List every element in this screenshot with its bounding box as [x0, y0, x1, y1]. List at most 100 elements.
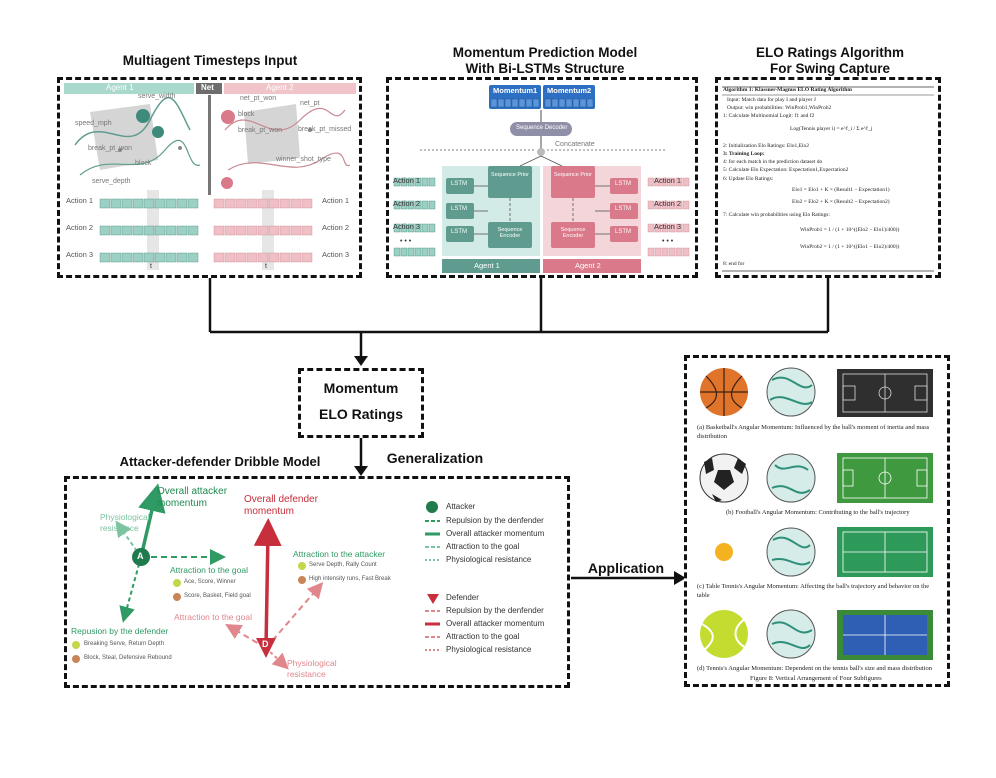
goal-items-1: Ace, Score, Winner — [184, 579, 236, 585]
momentum-elo-box — [298, 368, 424, 438]
ma-action3-right: Action 3 — [322, 250, 350, 259]
model-ellipsis-right: • • • — [662, 238, 674, 245]
elo-line-0: Algorithm 1: Klassner-Magnus ELO Rating … — [723, 87, 852, 93]
concatenate-label: Concatenate — [555, 141, 595, 148]
repulsion-items-2: Block, Steal, Defensive Rebound — [84, 655, 172, 661]
ma-label-serve-depth: serve_depth — [92, 178, 131, 185]
elo-line-15: 8: end for — [723, 261, 745, 267]
ma-label-break-pt-won-2: break_pt_won — [238, 127, 282, 134]
legend-defender-2: Overall attacker momentum — [446, 619, 545, 628]
model-action2-right: Action 2 — [654, 199, 682, 208]
caption-basketball: (a) Basketball's Angular Momentum: Influ… — [697, 424, 930, 440]
legend-attacker-0: Attacker — [446, 502, 476, 511]
lstm-a2-1: LSTM — [615, 181, 632, 187]
elo-line-6: 3: Training Loop: — [723, 151, 765, 157]
ma-agent2-header: Agent 2 — [266, 83, 294, 92]
elo-line-7: 4: for each match in the prediction data… — [723, 159, 823, 165]
model-action1-right: Action 1 — [654, 176, 682, 185]
elo-line-1: Input: Match data for play I and player … — [727, 97, 816, 103]
sequence-encoder-a1: Sequence Encoder — [497, 227, 523, 239]
dribble-title: Attacker-defender Dribble Model — [119, 454, 321, 469]
caption-football: (b) Football's Angular Momentum: Contrib… — [726, 509, 910, 516]
elo-line-5: 2: Initialization Elo Ratings: Elo1,Elo2 — [723, 143, 810, 149]
ma-action2-left: Action 2 — [66, 223, 94, 232]
model-agent1-label: Agent 1 — [474, 261, 500, 270]
ma-t-right: t — [265, 263, 267, 270]
legend-attacker-4: Physiological resistance — [446, 555, 532, 564]
application-panel — [684, 355, 950, 687]
defender-attraction-label: Attraction to the attacker — [293, 549, 386, 559]
lstm-a2-2: LSTM — [615, 206, 632, 212]
sequence-prior-a1: Sequence Prior — [491, 172, 529, 178]
attacker-items-2: High intensity runs, Fast Break — [309, 576, 391, 582]
legend-defender-4: Physiological resistance — [446, 645, 532, 654]
model-action2-left: Action 2 — [393, 199, 421, 208]
sequence-decoder-label: Sequence Decoder — [516, 125, 568, 131]
model-ellipsis-left: • • • — [400, 238, 412, 245]
attacker-goal-label: Attraction to the goal — [170, 565, 248, 575]
momentum1-label: Momentum1 — [493, 86, 538, 95]
lstm-a1-3: LSTM — [451, 229, 468, 235]
ma-label-block-2: block — [238, 111, 255, 118]
elo-title-1: ELO Ratings Algorithm — [756, 45, 904, 60]
attacker-letter: A — [137, 551, 144, 561]
ma-label-winner-shot: winner_shot_type — [276, 156, 331, 163]
legend-attacker-1: Repulsion by the denfender — [446, 516, 544, 525]
ma-label-break-pt-won: break_pt_won — [88, 145, 132, 152]
multiagent-title: Multiagent Timesteps Input — [122, 53, 298, 68]
ma-net-header: Net — [201, 83, 214, 92]
sequence-encoder-a2: Sequence Encoder — [560, 227, 586, 239]
goal-items-2: Score, Basket, Field goal — [184, 593, 251, 599]
elo-title-2: For Swing Capture — [769, 61, 890, 76]
model-action3-right: Action 3 — [654, 222, 682, 231]
overall-defender-label: Overall defender momentum — [244, 494, 318, 517]
elo-line-2: Output: win probabilities: WinProb1,WinP… — [727, 105, 832, 111]
ma-action1-left: Action 1 — [66, 196, 94, 205]
center-line-1: Momentum — [323, 380, 399, 396]
defender-physiological-label: Physiological resistance — [287, 658, 337, 679]
ma-action1-right: Action 1 — [322, 196, 350, 205]
ma-action3-left: Action 3 — [66, 250, 94, 259]
legend-attacker-3: Attraction to the goal — [446, 542, 520, 551]
center-line-2: ELO Ratings — [318, 406, 403, 422]
attacker-physiological-label: Physiological resistance — [100, 512, 150, 533]
figure-caption: Figure 8: Vertical Arrangement of Four S… — [750, 675, 882, 682]
overall-attacker-label: Overall attacker momentum — [157, 486, 228, 509]
caption-table-tennis: (c) Table Tennis's Angular Momentum: Aff… — [697, 583, 930, 599]
defender-goal-label: Attraction to the goal — [174, 612, 252, 622]
elo-line-9: 6: Update Elo Ratings: — [723, 176, 774, 182]
repulsion-items-1: Breaking Serve, Return Depth — [84, 641, 165, 647]
ma-label-break-pt-missed: break_pt_missed — [298, 126, 352, 133]
ma-t-left: t — [150, 263, 152, 270]
elo-line-13: WinProb1 = 1 / (1 + 10^((Elo2 − Elo1)/40… — [800, 227, 900, 233]
repulsion-label: Repusion by the defender — [71, 626, 169, 636]
elo-line-10: Elo1 = Elo1 + K × (Result1 − Expectation… — [792, 187, 890, 193]
model-agent2-label: Agent 2 — [575, 261, 601, 270]
lstm-a1-1: LSTM — [451, 181, 468, 187]
lstm-a2-3: LSTM — [615, 229, 632, 235]
lstm-a1-2: LSTM — [451, 206, 468, 212]
ma-label-block: block — [135, 160, 152, 167]
momentum2-label: Momentum2 — [547, 86, 592, 95]
model-action1-left: Action 1 — [393, 176, 421, 185]
model-action3-left: Action 3 — [393, 222, 421, 231]
defender-letter: D — [262, 639, 269, 649]
ma-label-serve-width: serve_width — [138, 93, 176, 100]
elo-line-4: Log(Tennis player i) = e^f_i / Σ e^f_j — [790, 126, 873, 132]
ma-label-speed: speed_mph — [75, 120, 112, 127]
elo-line-14: WinProb2 = 1 / (1 + 10^((Elo1 − Elo2)/40… — [800, 244, 900, 250]
caption-tennis: (d) Tennis's Angular Momentum: Dependent… — [697, 665, 933, 672]
sequence-prior-a2: Sequence Prior — [554, 172, 592, 178]
model-title-2: With Bi-LSTMs Structure — [465, 61, 625, 76]
application-label: Application — [587, 560, 665, 576]
elo-line-12: 7: Calculate win probabilities using Elo… — [723, 212, 830, 218]
ma-label-net-pt: net_pt — [300, 100, 320, 107]
ma-label-net-pt-won: net_pt_won — [240, 95, 277, 102]
elo-line-8: 5: Calculate Elo Expectation: Expectatio… — [723, 167, 849, 173]
elo-line-3: 1: Calculate Multinomial Logit: f1 and f… — [723, 113, 815, 119]
generalization-label: Generalization — [386, 450, 484, 466]
model-title-1: Momentum Prediction Model — [452, 45, 638, 60]
elo-line-11: Elo2 = Elo2 + K × (Result2 − Expectation… — [792, 199, 890, 205]
elo-panel — [715, 77, 941, 278]
